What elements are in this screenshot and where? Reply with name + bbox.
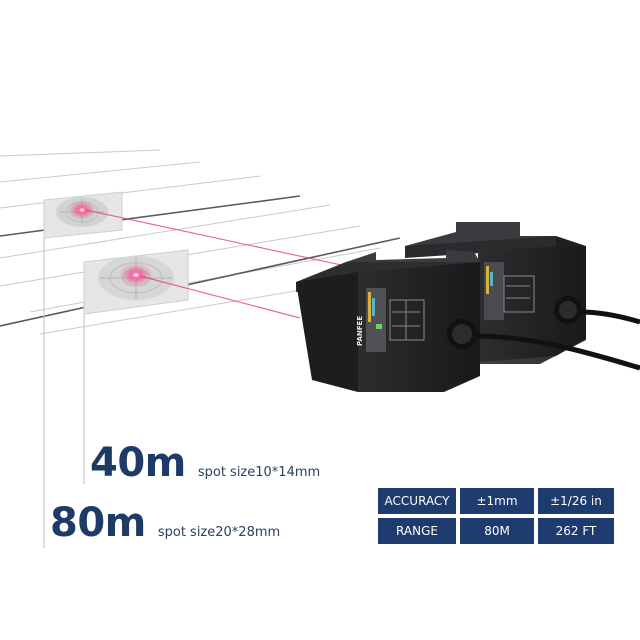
spec-cell: ACCURACY [378, 488, 456, 514]
distance-label-80m: 80m spot size20*28mm [50, 500, 280, 546]
spec-cell: ±1mm [460, 488, 534, 514]
distance-value: 80m [50, 500, 146, 546]
table-row: ACCURACY ±1mm ±1/26 in [378, 488, 614, 514]
spec-cell: ±1/26 in [538, 488, 614, 514]
distance-value: 40m [90, 440, 186, 486]
distance-label-40m: 40m spot size10*14mm [90, 440, 320, 486]
target-board-40m [43, 191, 123, 239]
sensor-front: PANFEE [296, 250, 640, 392]
spec-cell: 80M [460, 518, 534, 544]
spec-cell: 262 FT [538, 518, 614, 544]
spot-size-text: spot size10*14mm [197, 465, 321, 480]
target-board-80m [83, 249, 189, 315]
specs-table: ACCURACY ±1mm ±1/26 in RANGE 80M 262 FT [374, 484, 618, 548]
table-row: RANGE 80M 262 FT [378, 518, 614, 544]
brand-label: PANFEE [356, 316, 364, 346]
sensor-rear [405, 222, 640, 364]
spot-size-text: spot size20*28mm [157, 525, 281, 540]
vertical-guides [43, 206, 85, 548]
spec-cell: RANGE [378, 518, 456, 544]
